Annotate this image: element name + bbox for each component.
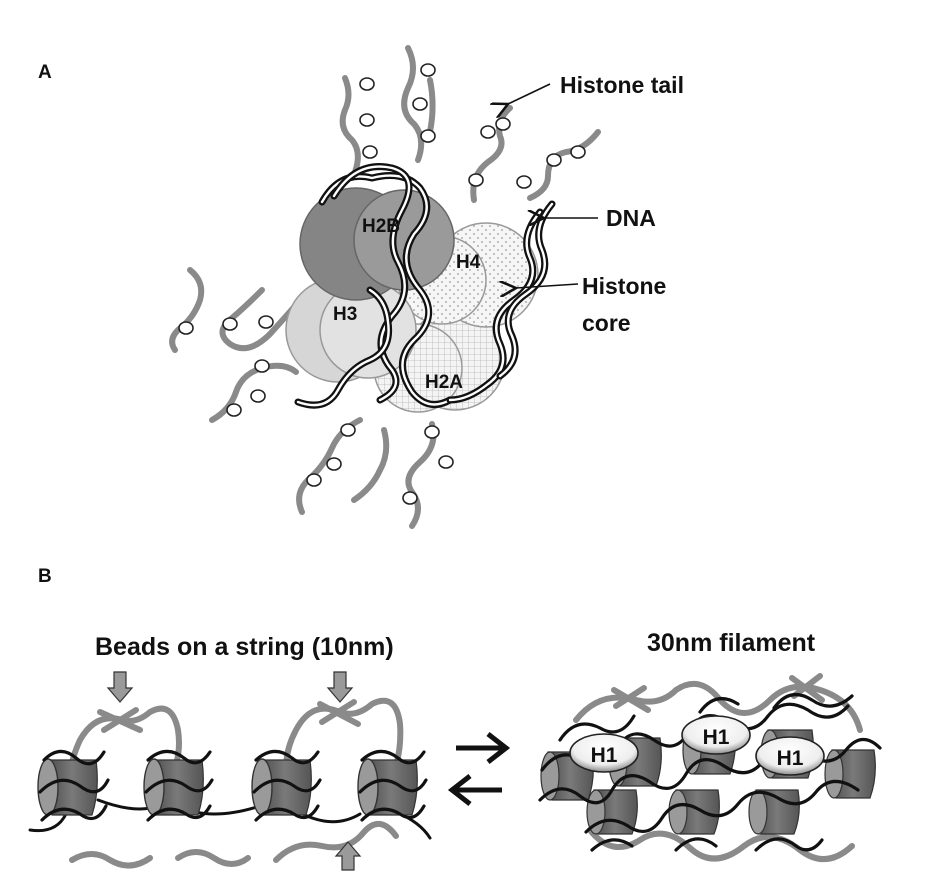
dna-helix [294, 163, 556, 409]
filament-title: 30nm filament [647, 629, 816, 657]
dna-label: DNA [606, 205, 656, 231]
equilibrium-arrows [447, 732, 511, 806]
modification-beads [178, 63, 586, 505]
linker-histone-h1 [681, 715, 751, 755]
linker-histone-h1 [755, 736, 825, 776]
histone-tail-label: Histone tail [560, 72, 684, 98]
panel-a-label: A [38, 62, 52, 83]
filament-30nm: H1 H1 H1 [538, 673, 882, 862]
histone-label-h4: H4 [456, 252, 481, 273]
panel-b-label: B [38, 566, 52, 587]
histone-label-h2a: H2A [425, 372, 463, 393]
linker-histone-h1-label: H1 [777, 747, 804, 770]
histone-core-label-line1: Histone [582, 273, 666, 299]
beads-on-string [28, 671, 432, 871]
histone-tail-leader [508, 83, 551, 104]
linker-histone-h1 [569, 733, 639, 773]
linker-histone-h1-label: H1 [703, 726, 730, 749]
histone-core-leader [516, 284, 579, 288]
linker-histone-h1-label: H1 [591, 744, 618, 767]
beads-title: Beads on a string (10nm) [95, 633, 394, 661]
histone-core [285, 187, 539, 413]
histone-label-h3: H3 [333, 304, 357, 325]
histone-core-label-line2: core [582, 310, 631, 336]
histone-label-h2b: H2B [362, 216, 400, 237]
